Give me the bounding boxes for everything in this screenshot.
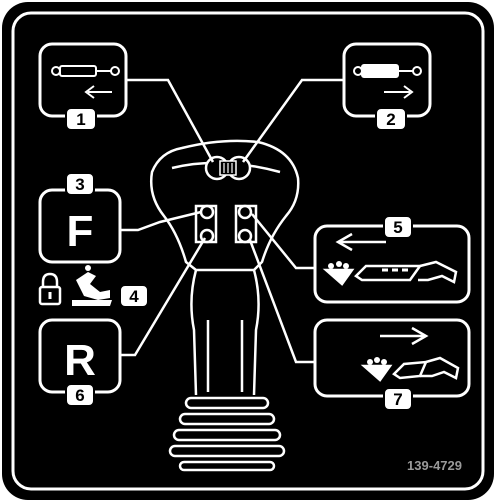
callout-4: 4 xyxy=(129,287,139,306)
callout-1: 1 xyxy=(76,110,85,129)
callout-3: 3 xyxy=(75,175,84,194)
reverse-box: R 6 xyxy=(40,320,120,406)
part-number: 139-4729 xyxy=(407,458,462,473)
callout-2: 2 xyxy=(386,110,395,129)
cylinder-retract-box: 1 xyxy=(40,44,126,130)
cylinder-extend-box: 2 xyxy=(344,44,430,130)
callout-7: 7 xyxy=(393,390,402,409)
conveyor-forward-box: 7 xyxy=(315,320,469,410)
conveyor-reverse-box: 5 xyxy=(315,216,469,302)
reverse-label: R xyxy=(64,336,96,385)
forward-label: F xyxy=(67,207,94,256)
callout-5: 5 xyxy=(393,218,402,237)
callout-6: 6 xyxy=(75,386,84,405)
